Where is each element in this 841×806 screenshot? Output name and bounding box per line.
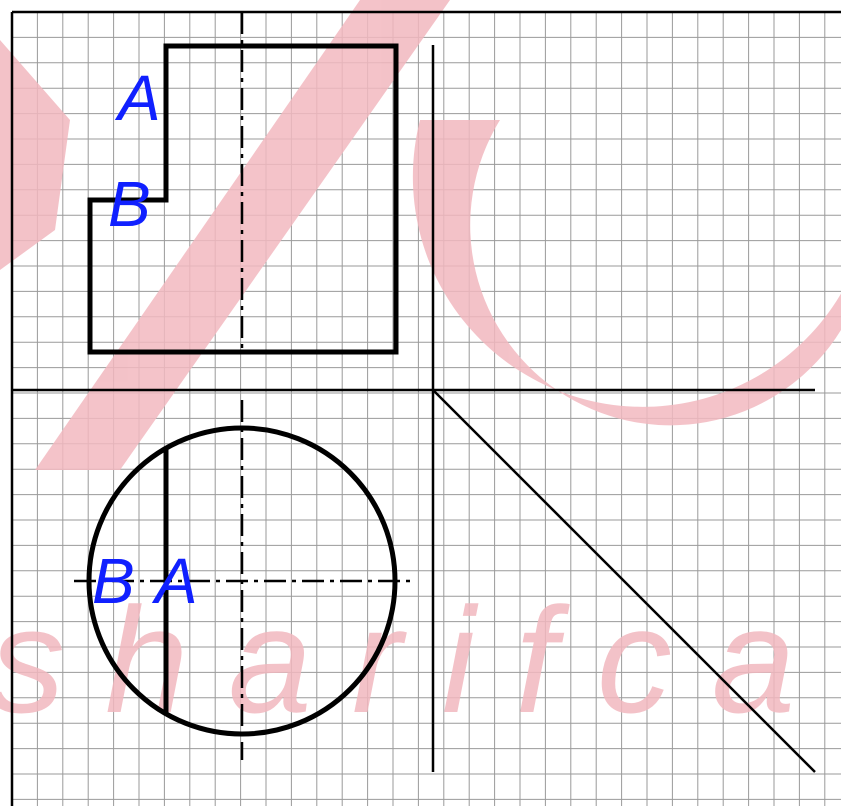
watermark-text: sharifca <box>0 576 835 744</box>
label-b-top: B <box>92 545 135 617</box>
label-b-front: B <box>108 168 151 240</box>
watermark-gear <box>0 40 70 270</box>
top-view-circle <box>86 425 398 737</box>
watermark-ring <box>412 60 841 426</box>
label-a-top: A <box>151 545 198 617</box>
miter-line <box>432 389 816 773</box>
label-a-front: A <box>114 62 161 134</box>
front-view-outline <box>87 43 399 355</box>
